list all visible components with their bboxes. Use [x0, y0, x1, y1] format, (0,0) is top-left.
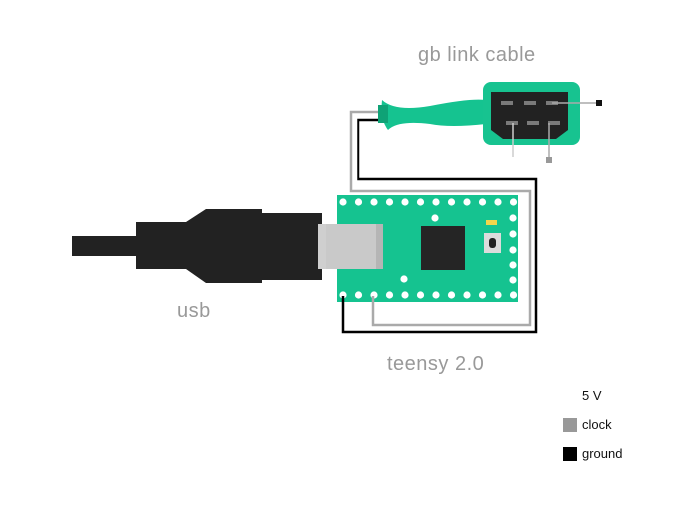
pin-hole-26 [509, 246, 517, 254]
usb-cable-strain-relief [136, 222, 192, 269]
usb-port [326, 224, 380, 269]
legend-swatch-5v [563, 389, 577, 403]
pin-hole-1 [354, 198, 363, 206]
teensy-label: teensy 2.0 [387, 353, 485, 375]
pin-hole-23 [509, 291, 518, 299]
usb-plug-collar [260, 213, 322, 280]
pin-hole-27 [509, 261, 517, 269]
connector-pin-1 [501, 101, 513, 105]
connector-pin-6 [548, 121, 560, 125]
wires [341, 110, 538, 334]
pin-hole-9 [478, 198, 487, 206]
usb-cable [72, 209, 328, 283]
usb-cable-wire [72, 236, 142, 256]
pin-hole-20 [463, 291, 471, 299]
pin-hole-30 [431, 214, 439, 222]
connector-pin-2 [524, 101, 536, 105]
usb-port-edge [376, 224, 383, 269]
cable-neck [381, 99, 486, 130]
pin-hole-25 [509, 230, 517, 238]
connector-pin-5 [527, 121, 539, 125]
reset-button-cap [489, 238, 496, 248]
pin-hole-7 [447, 198, 456, 206]
pin-hole-13 [354, 291, 363, 299]
pin-hole-4 [401, 198, 409, 206]
pin-hole-16 [401, 291, 409, 299]
legend-swatch-clock [563, 418, 577, 432]
pin-hole-11 [509, 198, 518, 206]
legend-label-ground: ground [582, 446, 623, 461]
pin-hole-24 [509, 214, 517, 222]
pin-hole-8 [463, 198, 471, 206]
legend-label-clock: clock [582, 417, 612, 432]
usb-label: usb [177, 300, 211, 322]
5v-wire [354, 113, 535, 300]
pin-hole-15 [385, 291, 394, 299]
pin-hole-10 [494, 198, 502, 206]
pin-hole-5 [416, 198, 425, 206]
pin-hole-21 [478, 291, 487, 299]
gb-link-connector [378, 82, 602, 163]
connector-body [491, 92, 568, 139]
pin-hole-22 [494, 291, 502, 299]
board-pins [339, 198, 518, 299]
pin-hole-12 [339, 291, 347, 299]
pin-hole-0 [339, 198, 347, 206]
pin-hole-6 [432, 198, 440, 206]
legend-swatch-ground [563, 447, 577, 461]
gb-link-cable-label: gb link cable [418, 44, 536, 66]
pin-hole-29 [400, 275, 408, 283]
pin-hole-28 [509, 276, 517, 284]
pin-hole-17 [416, 291, 425, 299]
clock-wire [349, 110, 532, 327]
pin-hole-3 [385, 198, 394, 206]
pin-hole-2 [370, 198, 378, 206]
pin-hole-19 [447, 291, 456, 299]
connector-lead-ground-end [596, 100, 602, 106]
microcontroller-chip [421, 226, 465, 270]
usb-plug-tip [318, 224, 328, 269]
ground-wire-top [341, 118, 538, 334]
teensy-board [326, 195, 518, 302]
status-led [486, 220, 497, 225]
wire-ends [378, 105, 388, 123]
connector-pin-4 [506, 121, 518, 125]
usb-plug-body [186, 209, 262, 283]
legend-label-5v: 5 V [582, 388, 602, 403]
pin-hole-18 [432, 291, 440, 299]
connector-lead-clock-end [546, 157, 552, 163]
